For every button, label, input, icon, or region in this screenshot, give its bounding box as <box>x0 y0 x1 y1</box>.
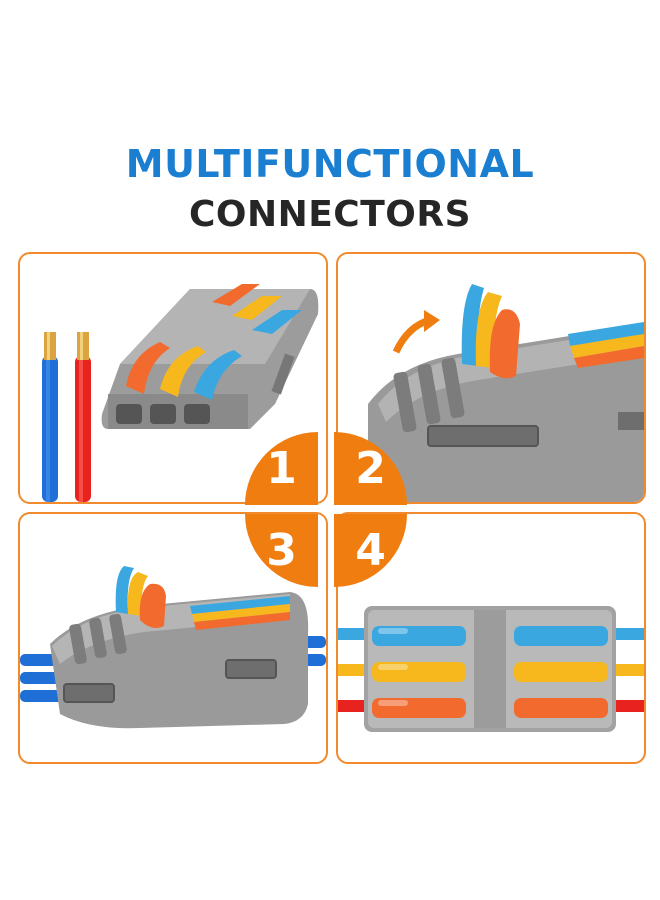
title-multifunctional: MULTIFUNCTIONAL <box>125 142 535 186</box>
title-connectors: CONNECTORS <box>188 194 472 235</box>
wires-inserted-illustration <box>20 566 326 729</box>
lever-opened-illustration <box>368 284 644 502</box>
step-badge-1: 1 <box>245 432 318 505</box>
top-view-connector-illustration <box>338 606 644 732</box>
panel-step-2 <box>336 252 646 504</box>
panel-step-4 <box>336 512 646 764</box>
panel-step-1 <box>18 252 328 504</box>
connector-with-wires-illustration <box>42 284 319 502</box>
